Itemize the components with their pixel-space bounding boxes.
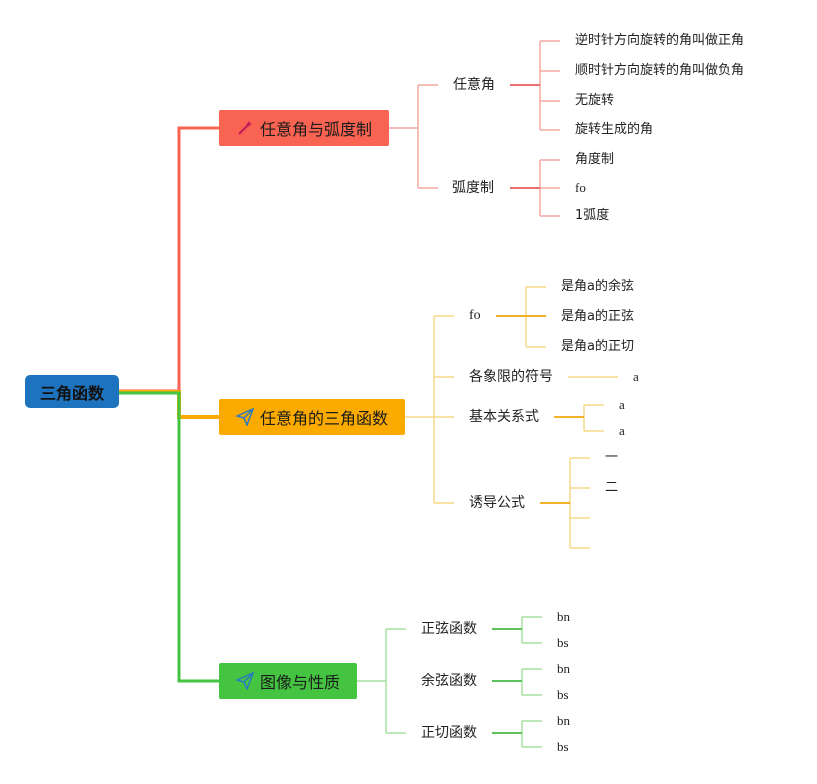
leaf-node[interactable]: bn xyxy=(557,661,570,676)
leaf-node[interactable]: a xyxy=(619,397,625,412)
leaf-node[interactable]: 是角a的余弦 xyxy=(561,279,634,294)
branch-node-angle-radian[interactable]: 任意角与弧度制 xyxy=(219,110,389,146)
leaf-node[interactable]: bs xyxy=(557,687,569,702)
leaf-node[interactable]: bn xyxy=(557,713,570,728)
subnode-quadrant-signs[interactable]: 各象限的符号 xyxy=(469,369,553,385)
paper-plane-icon xyxy=(235,408,254,426)
subnode-basic-relations[interactable]: 基本关系式 xyxy=(469,409,539,425)
subnode-sine-function[interactable]: 正弦函数 xyxy=(421,621,477,637)
leaf-node[interactable]: a xyxy=(633,369,639,384)
branch-label: 图像与性质 xyxy=(259,673,340,692)
leaf-node[interactable]: 二 xyxy=(605,480,619,495)
subnode-fo[interactable]: fo xyxy=(469,308,481,323)
root-label: 三角函数 xyxy=(39,383,104,403)
leaf-node[interactable]: 角度制 xyxy=(575,152,615,167)
subnode-tangent-function[interactable]: 正切函数 xyxy=(421,725,477,741)
subnode-radian-system[interactable]: 弧度制 xyxy=(452,180,494,196)
leaf-node[interactable]: bs xyxy=(557,739,569,754)
magic-wand-icon xyxy=(238,121,252,135)
subnode-any-angle[interactable]: 任意角 xyxy=(453,77,495,93)
leaf-node[interactable]: 旋转生成的角 xyxy=(575,122,654,137)
subnode-cosine-function[interactable]: 余弦函数 xyxy=(421,673,477,689)
subnode-induction-formulas[interactable]: 诱导公式 xyxy=(469,495,525,511)
leaf-node[interactable]: bn xyxy=(557,609,570,624)
branch-node-graph-properties[interactable]: 图像与性质 xyxy=(219,663,357,699)
paper-plane-icon xyxy=(235,672,254,690)
leaf-node[interactable]: a xyxy=(619,423,625,438)
leaf-node[interactable]: 无旋转 xyxy=(575,93,615,108)
leaf-node[interactable]: 逆时针方向旋转的角叫做正角 xyxy=(575,33,745,48)
leaf-node[interactable]: 一 xyxy=(605,450,619,465)
branch-label: 任意角的三角函数 xyxy=(259,409,388,428)
leaf-node[interactable]: bs xyxy=(557,635,569,650)
leaf-node[interactable]: fo xyxy=(575,180,586,195)
leaf-node[interactable]: 顺时针方向旋转的角叫做负角 xyxy=(575,63,745,78)
leaf-node[interactable]: 是角a的正弦 xyxy=(561,309,634,324)
branch-node-trig-any-angle[interactable]: 任意角的三角函数 xyxy=(219,399,405,435)
branch-label: 任意角与弧度制 xyxy=(259,120,372,139)
leaf-node[interactable]: 是角a的正切 xyxy=(561,339,634,354)
leaf-node[interactable]: 1弧度 xyxy=(575,208,610,223)
root-node[interactable]: 三角函数 xyxy=(25,375,119,408)
